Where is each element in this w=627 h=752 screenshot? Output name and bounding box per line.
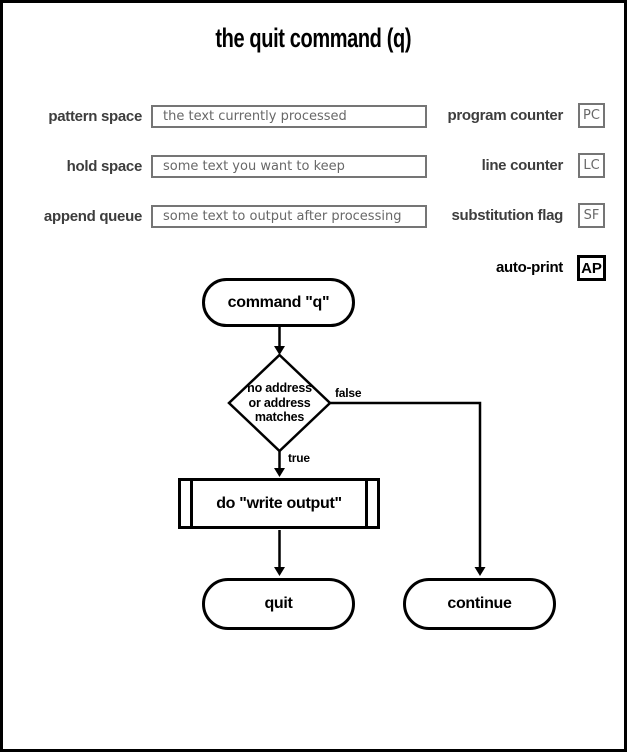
substitution-flag-label: substitution flag [451,207,563,224]
quit-node-label: quit [264,595,293,612]
start-to-decision-arrowhead-icon [274,346,285,355]
true-branch-label: true [288,451,310,465]
program-counter-label: program counter [447,107,563,124]
process-node-label: do "write output" [216,494,342,512]
program-counter-box: PC [578,103,605,128]
decision-line-2: or address [248,395,311,410]
auto-print-box: AP [577,255,606,281]
pattern-space-label: pattern space [48,108,142,125]
quit-node: quit [202,578,355,630]
process-left-bar [190,481,193,526]
pattern-space-box: the text currently processed [151,105,427,128]
decision-line-3: matches [254,410,305,424]
continue-node-label: continue [447,595,512,612]
true-branch-arrowhead-icon [274,468,285,477]
decision-node-label: no address or address matches [224,381,335,425]
decision-line-1: no address [247,381,312,395]
append-queue-box: some text to output after processing [151,205,427,228]
false-branch-arrowhead-icon [474,567,486,576]
line-counter-box: LC [578,153,605,178]
continue-node: continue [403,578,556,630]
process-to-quit-arrowhead-icon [274,567,285,576]
substitution-flag-box: SF [578,203,605,228]
title-row: the quit command (q) [3,23,624,54]
start-node-label: command "q" [227,293,330,311]
process-node: do "write output" [178,478,380,529]
line-counter-label: line counter [481,157,564,174]
hold-space-box: some text you want to keep [151,155,427,178]
start-node: command "q" [202,278,355,327]
page-title: the quit command (q) [215,23,412,53]
hold-space-label: hold space [66,158,143,175]
append-queue-label: append queue [43,208,142,225]
process-right-bar [365,481,368,526]
false-branch-label: false [335,386,362,400]
auto-print-label: auto-print [496,259,563,276]
